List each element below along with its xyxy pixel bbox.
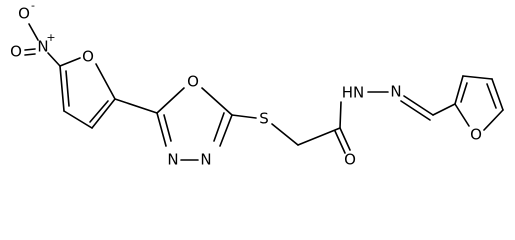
bond-c4-c5 <box>59 65 65 112</box>
bond-n-o-top <box>28 23 39 41</box>
bond-c-o-b <box>334 130 346 154</box>
nitro-group <box>24 23 61 67</box>
bond-c4-c5-inner <box>65 70 70 107</box>
bond-ch-furan <box>432 103 456 116</box>
bond-c3-c2 <box>454 75 464 105</box>
bond-n3-c2-inner <box>163 114 172 142</box>
atom-nitro-charge-minus: - <box>31 0 35 12</box>
atom-oxadiazole-n-left: N <box>167 151 178 169</box>
bond-c2-c3 <box>91 98 116 129</box>
atom-oxadiazole-o: O <box>187 73 199 91</box>
bond-co-nh <box>339 101 342 129</box>
molecule-diagram: O - N + O O O N N S HN N O O <box>10 0 504 169</box>
linker-chain <box>231 101 351 154</box>
bond-c5-n4 <box>219 114 233 147</box>
hydrazone-group <box>367 91 456 121</box>
atom-carbonyl-o: O <box>344 151 356 169</box>
atom-thioether-s: S <box>259 110 269 128</box>
bond-n-ch-b <box>400 100 431 121</box>
structure-canvas: O - N + O O O N N S HN N O O <box>10 0 504 169</box>
bond-s-ch2 <box>271 123 299 146</box>
bond-n3-c2 <box>156 112 167 147</box>
bond-c2-c3-inner <box>89 100 109 123</box>
bond-c3-c4 <box>63 110 93 129</box>
atom-hydrazone-n: N <box>390 83 401 101</box>
bond-c3-c2-inner <box>460 82 468 103</box>
atom-nitro-o-top: O <box>18 5 30 23</box>
bond-o-c5 <box>201 87 233 116</box>
atom-nitro-n: N <box>37 38 48 56</box>
nitrofuran-ring <box>59 57 116 129</box>
atom-furan-o: O <box>470 126 482 144</box>
atom-nitrofuran-o: O <box>82 48 94 66</box>
atom-nitro-charge-plus: + <box>46 31 55 44</box>
bond-furan-oxadiazole <box>114 98 158 114</box>
bond-c5-c4 <box>491 78 504 111</box>
bond-n-o-bottom-a <box>24 48 36 51</box>
bond-n-ch-a <box>403 95 434 116</box>
furan-ring <box>454 75 504 131</box>
bond-c4-c3 <box>462 75 493 80</box>
bond-c5-n4-inner <box>213 112 225 142</box>
bond-c2-o <box>454 103 470 127</box>
atom-hydrazide-nh: HN <box>342 84 365 102</box>
atom-oxadiazole-n-right: N <box>200 151 211 169</box>
atom-nitro-o-bottom: O <box>10 43 22 61</box>
bond-c2-o <box>156 87 185 114</box>
oxadiazole-ring <box>156 87 233 161</box>
bond-ch2-co <box>297 127 341 146</box>
bond-c-s <box>231 114 257 119</box>
bond-o1-c2 <box>95 63 116 100</box>
bond-n-c-nitrofuran <box>47 52 61 67</box>
bond-c-o-a <box>339 127 351 151</box>
bond-n-o-bottom-b <box>24 53 36 56</box>
bond-o-c5 <box>483 109 504 131</box>
bond-c5-o1 <box>59 57 81 67</box>
bond-c5-c4-inner <box>486 83 497 109</box>
